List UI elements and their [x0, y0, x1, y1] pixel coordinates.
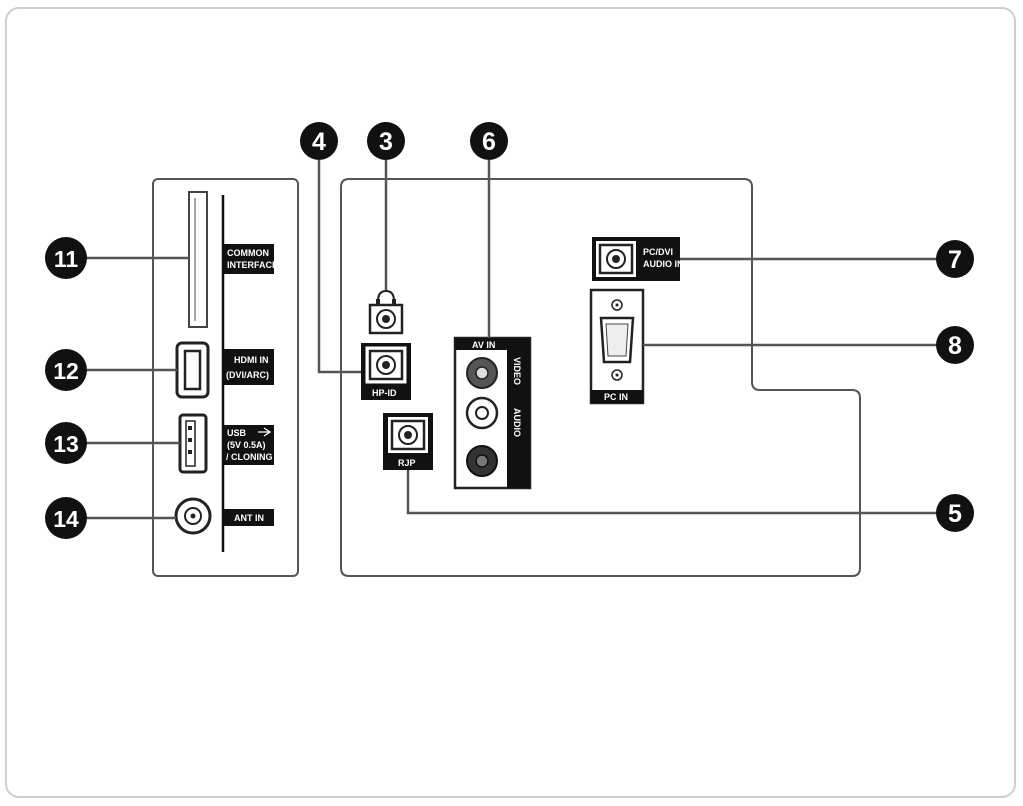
- usb-icon: [258, 427, 272, 437]
- hp-id-label: HP-ID: [372, 388, 397, 398]
- antenna-port: [174, 497, 212, 535]
- callout-8: 8: [936, 326, 974, 364]
- callout-3-text: 3: [379, 128, 393, 156]
- av-in-label: AV IN: [472, 340, 495, 350]
- audio-label: AUDIO: [512, 408, 522, 437]
- callout-3: 3: [367, 122, 405, 160]
- hdmi-label-line2: (DVI/ARC): [226, 370, 269, 380]
- pc-dvi-audio-jack: PC/DVI AUDIO IN: [592, 237, 684, 281]
- callout-5-text: 5: [948, 500, 962, 528]
- usb-label-line3: / CLONING: [226, 452, 273, 462]
- callout-7: 7: [936, 240, 974, 278]
- common-interface-slot: [188, 191, 208, 328]
- leader-line-4: [317, 160, 361, 374]
- callout-11-text: 11: [54, 246, 79, 272]
- pc-dvi-label-line1: PC/DVI: [643, 247, 673, 257]
- callout-12: 12: [45, 349, 87, 391]
- leader-lines: [84, 160, 937, 520]
- callout-11: 11: [45, 237, 87, 279]
- usb-label-line1: USB: [227, 428, 247, 438]
- video-rca-jack: [466, 357, 498, 389]
- callout-4-text: 4: [312, 128, 326, 156]
- callout-5: 5: [936, 494, 974, 532]
- headphone-jack: [368, 303, 404, 335]
- callout-12-text: 12: [53, 358, 79, 384]
- pc-dvi-label-line2: AUDIO IN: [643, 259, 684, 269]
- callout-14-text: 14: [53, 506, 79, 532]
- hdmi-port: [175, 341, 210, 399]
- audio-right-rca-jack: [466, 445, 498, 477]
- callout-6: 6: [470, 122, 508, 160]
- callout-7-text: 7: [948, 246, 962, 274]
- hp-id-jack: HP-ID: [361, 343, 411, 400]
- callout-13: 13: [45, 422, 87, 464]
- leader-line-5: [406, 470, 937, 515]
- common-interface-label-line2: INTERFACE: [227, 260, 278, 270]
- audio-left-rca-jack: [465, 396, 499, 430]
- callout-14: 14: [45, 497, 87, 539]
- usb-port: [178, 413, 208, 474]
- common-interface-label-line1: COMMON: [227, 248, 269, 258]
- callout-8-text: 8: [948, 332, 962, 360]
- rjp-jack: RJP: [383, 413, 433, 470]
- rjp-label: RJP: [398, 458, 416, 468]
- callout-13-text: 13: [53, 431, 79, 457]
- antenna-label-text: ANT IN: [234, 513, 264, 523]
- common-interface-label: COMMON INTERFACE: [224, 244, 278, 274]
- pc-in-port: PC IN: [589, 288, 645, 405]
- pc-in-label: PC IN: [604, 392, 628, 402]
- callout-4: 4: [300, 122, 338, 160]
- usb-label: USB (5V 0.5A) / CLONING: [224, 425, 274, 465]
- video-label: VIDEO: [512, 357, 522, 385]
- hdmi-label-line1: HDMI IN: [234, 355, 269, 365]
- hdmi-label: HDMI IN (DVI/ARC): [224, 349, 274, 385]
- antenna-label: ANT IN: [224, 509, 274, 526]
- callout-6-text: 6: [482, 128, 496, 156]
- headphone-icon: [376, 289, 396, 304]
- usb-label-line2: (5V 0.5A): [227, 440, 266, 450]
